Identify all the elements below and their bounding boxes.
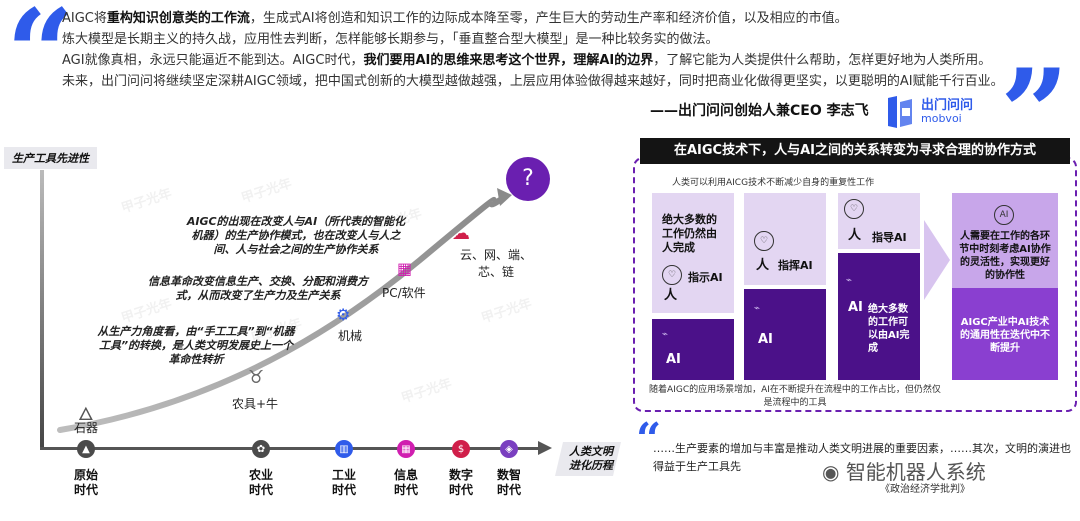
stage-machine: 机械 <box>338 329 363 343</box>
col3-text: 绝大多数的工作可以由AI完成 <box>868 304 910 354</box>
col1-text: 绝大多数的工作仍然由人完成 <box>662 213 717 254</box>
col3-ai-cell: ⌁ AI 绝大多数的工作可以由AI完成 <box>838 253 920 380</box>
era-digital: 数字时代 <box>448 468 473 497</box>
bottom-quote-mark-icon: “ <box>636 414 662 465</box>
stage-pc: PC/软件 <box>382 286 426 300</box>
era-agri: 农业时代 <box>248 468 273 497</box>
era-industry: 工业时代 <box>331 468 356 497</box>
wechat-icon: ◉ <box>822 460 840 484</box>
col2-action: 指挥AI <box>778 259 813 272</box>
panel-top-note: 人类可以利用AICG技术不断减少自身的重复性工作 <box>672 178 875 188</box>
era-smart: 数智时代 <box>496 468 521 497</box>
era-icon-digital: $ <box>452 440 470 458</box>
fire-icon: 🜂 <box>78 404 94 425</box>
logo-en: mobvoi <box>921 112 962 125</box>
quote-highlight: 重构知识创意类的工作流 <box>106 11 250 26</box>
curve-arrow-icon <box>497 188 512 206</box>
stage-chip: 芯、链 <box>478 265 515 279</box>
era-icon-smart: ◈ <box>500 440 518 458</box>
y-axis-title: 生产工具先进性 <box>4 147 97 169</box>
col3-human-cell: ♡ 人 指导AI <box>838 193 920 249</box>
x-axis-title: 人类文明 进化历程 <box>555 442 621 476</box>
col1-ai: AI <box>666 352 681 367</box>
era-primitive: 原始时代 <box>73 468 98 497</box>
mobvoi-logo-mark-icon <box>888 96 912 128</box>
col3-action: 指导AI <box>872 231 907 244</box>
quote-signature: ——出门问问创始人兼CEO 李志飞 <box>650 103 869 119</box>
mobvoi-logo: 出门问问 mobvoi <box>885 94 995 130</box>
ai-circuit-icon: ⌁ <box>662 329 669 340</box>
col1-action: 指示AI <box>688 271 723 284</box>
era-icon-agri: ✿ <box>252 440 270 458</box>
human-heart-icon: ♡ <box>844 199 864 219</box>
ox-icon: ♉ <box>248 367 265 388</box>
col1-human: 人 <box>664 288 678 303</box>
col1-human-cell: 绝大多数的工作仍然由人完成 ♡ 指示AI 人 <box>652 193 734 313</box>
evolution-axes <box>40 170 552 455</box>
computer-icon: ▦ <box>397 259 413 278</box>
panel-bottom-note: 随着AIGC的应用场景增加，AI在不断提升在流程中的工作占比，但仍然仅是流程中的… <box>649 385 941 408</box>
human-heart-icon: ♡ <box>754 231 774 251</box>
ai-circuit-icon: ⌁ <box>846 275 853 286</box>
quote-line-2: 炼大模型是长期主义的持久战，应用性去判断，怎样能够长期参与，「垂直整合型大模型」… <box>62 32 719 47</box>
quote-highlight: 我们要用AI的思维来思考这个世界，理解AI的边界 <box>363 53 654 68</box>
col-arrow-icon <box>924 220 950 300</box>
col2-ai-cell: ⌁ AI <box>744 289 826 380</box>
era-info: 信息时代 <box>393 468 418 497</box>
quote-line-4: 未来，出门问问将继续坚定深耕AIGC领域，把中国式创新的大模型越做越强，上层应用… <box>62 74 1004 89</box>
col1-ai-cell: ⌁ AI <box>652 319 734 380</box>
bottom-quote-text: ……生产要素的增加与丰富是推动人类文明进展的重要因素，……其次，文明的演进也得益… <box>653 442 1071 473</box>
quote-line-1: AIGC将重构知识创意类的工作流，生成式AI将创造和知识工作的边际成本降至零，产… <box>62 11 848 26</box>
human-heart-icon: ♡ <box>662 265 682 285</box>
ai-head-icon: AI <box>994 205 1014 225</box>
era-icon-industry: ▥ <box>335 440 353 458</box>
era-icon-info: ▦ <box>397 440 415 458</box>
col4-text-top: 人需要在工作的各环节中时刻考虑AI协作的灵活性，实现更好的协作性 <box>959 231 1051 281</box>
ai-circuit-icon: ⌁ <box>754 303 761 314</box>
x-axis-arrow-icon <box>538 441 552 455</box>
col3-ai: AI <box>848 300 863 315</box>
collab-panel-title: 在AIGC技术下，人与AI之间的关系转变为寻求合理的协作方式 <box>640 138 1070 164</box>
note-info: 信息革命改变信息生产、交换、分配和消费方式，从而改变了生产力及生产关系 <box>148 275 368 302</box>
bottom-quote-source: 《政治经济学批判》 <box>880 484 970 495</box>
y-axis <box>40 170 44 450</box>
cloud-icon: ☁ <box>452 223 470 244</box>
logo-cn: 出门问问 <box>921 98 974 113</box>
note-aigc: AIGC的出现在改变人与AI（所代表的智能化机器）的生产协作模式，也在改变人与人… <box>186 215 406 256</box>
col4-text-bottom: AIGC产业中AI技术的通用性在迭代中不断提升 <box>960 317 1050 354</box>
stage-stone: 石器 <box>74 421 99 435</box>
x-axis <box>40 447 540 450</box>
quote-line-3: AGI就像真相，永远只能逼近不能到达。AIGC时代，我们要用AI的思维来思考这个… <box>62 53 992 68</box>
wechat-watermark: ◉ 智能机器人系统 <box>822 460 986 484</box>
col2-ai: AI <box>758 332 773 347</box>
stage-cloud: 云、网、端、 <box>460 248 533 262</box>
col2-human-cell: ♡ 人 指挥AI <box>744 193 826 285</box>
era-icon-primitive: ▲ <box>77 440 95 458</box>
open-quote-icon: “ <box>6 0 76 124</box>
ceo-quote: AIGC将重构知识创意类的工作流，生成式AI将创造和知识工作的边际成本降至零，产… <box>62 8 1004 92</box>
gear-icon: ⚙ <box>336 305 351 324</box>
col2-human: 人 <box>756 258 770 273</box>
future-question-icon: ? <box>506 157 550 201</box>
progress-curve <box>57 197 503 433</box>
stage-farm: 农具+牛 <box>232 397 279 411</box>
col3-human: 人 <box>848 228 862 243</box>
note-machine: 从生产力角度看，由“手工工具”到“机器工具”的转换，是人类文明发展史上一个革命性… <box>97 325 295 366</box>
